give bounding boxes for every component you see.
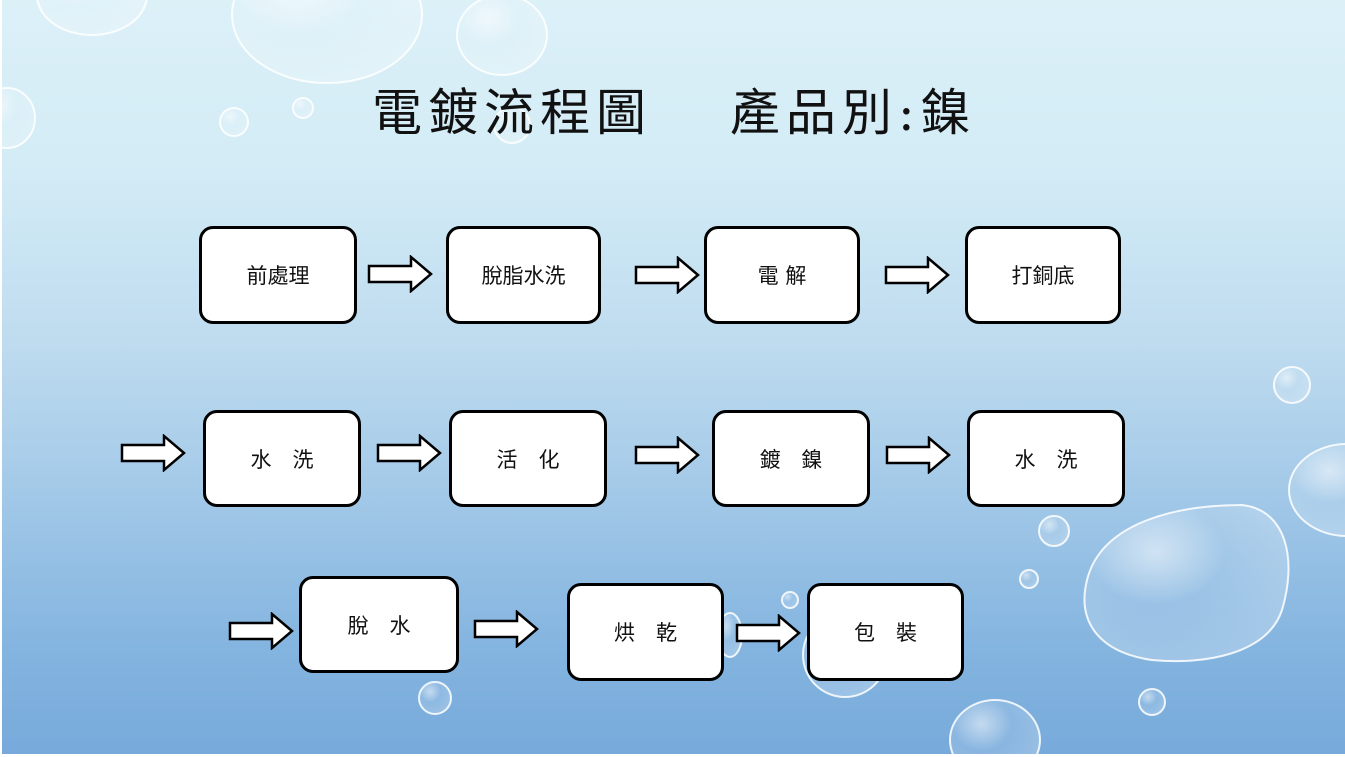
droplet	[781, 591, 799, 609]
droplet	[292, 97, 314, 119]
droplet	[36, 0, 148, 36]
block-right-arrow-icon	[735, 614, 801, 652]
step-box: 烘 乾	[567, 583, 724, 681]
droplet	[456, 0, 548, 76]
droplet	[1273, 366, 1311, 404]
block-right-arrow-icon	[884, 256, 950, 294]
block-right-arrow-icon	[376, 434, 442, 472]
step-box: 活 化	[449, 410, 607, 507]
block-right-arrow-icon	[634, 256, 700, 294]
step-box: 電 解	[704, 226, 860, 324]
step-box: 前處理	[199, 226, 357, 324]
block-right-arrow-icon	[473, 610, 539, 648]
step-box: 水 洗	[203, 410, 361, 507]
block-right-arrow-icon	[120, 434, 186, 472]
step-box: 水 洗	[967, 410, 1125, 507]
block-right-arrow-icon	[885, 436, 951, 474]
droplet	[1019, 569, 1039, 589]
droplet	[2, 87, 36, 149]
droplet	[1083, 503, 1290, 663]
droplet	[1138, 688, 1166, 716]
droplet	[1038, 515, 1070, 547]
block-right-arrow-icon	[634, 436, 700, 474]
droplet	[219, 107, 249, 137]
droplet	[949, 699, 1041, 754]
droplet	[1288, 443, 1345, 537]
step-box: 包 裝	[807, 583, 964, 681]
step-box: 鍍 鎳	[712, 410, 870, 507]
droplet	[418, 681, 452, 715]
block-right-arrow-icon	[367, 255, 433, 293]
page-title: 電鍍流程圖 產品別:鎳	[372, 84, 977, 142]
block-right-arrow-icon	[228, 612, 294, 650]
step-box: 打銅底	[965, 226, 1121, 324]
droplet	[231, 0, 423, 84]
step-box: 脫脂水洗	[446, 226, 601, 324]
step-box: 脫 水	[299, 576, 459, 673]
